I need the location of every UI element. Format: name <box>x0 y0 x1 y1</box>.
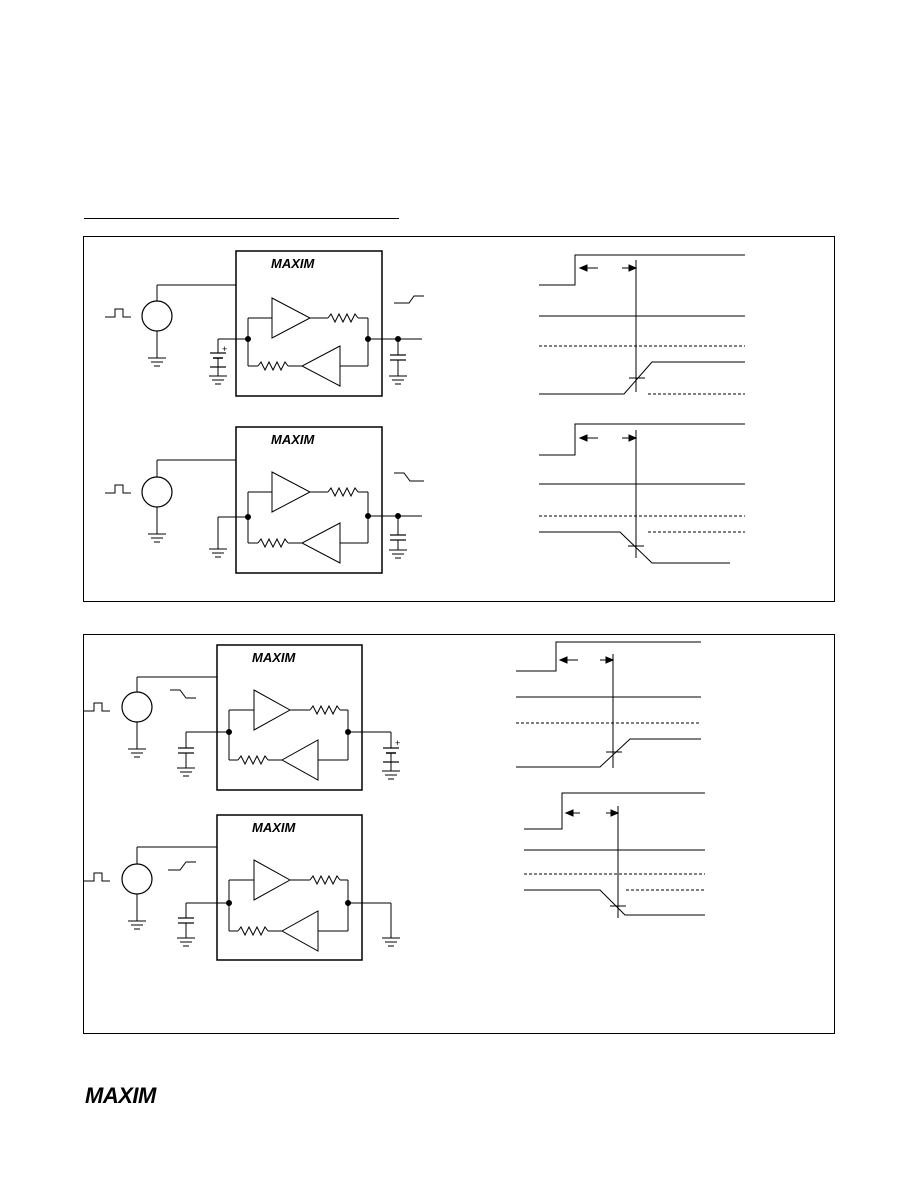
circuit-2a: + <box>83 644 401 791</box>
chip-logo-2a: MAXIM <box>252 650 297 665</box>
chip-logo-2b: MAXIM <box>252 820 297 835</box>
chip-logo-1a: MAXIM <box>271 256 316 271</box>
section-rule <box>84 218 399 219</box>
timing-1a <box>539 254 745 395</box>
figure-2-frame <box>83 634 835 1034</box>
svg-text:+: + <box>222 344 227 354</box>
figure-1-frame <box>83 236 835 602</box>
chip-logo-1b: MAXIM <box>271 432 316 447</box>
maxim-logo: MAXIM <box>85 1083 156 1109</box>
svg-text:+: + <box>395 738 400 748</box>
timing-2b <box>524 792 705 918</box>
circuit-2b <box>83 814 401 961</box>
circuit-1a: + <box>104 250 424 397</box>
timing-2a <box>516 641 701 768</box>
circuit-1b <box>104 426 424 574</box>
timing-1b <box>539 423 745 564</box>
footer-logo-text: MAXIM <box>85 1083 156 1108</box>
